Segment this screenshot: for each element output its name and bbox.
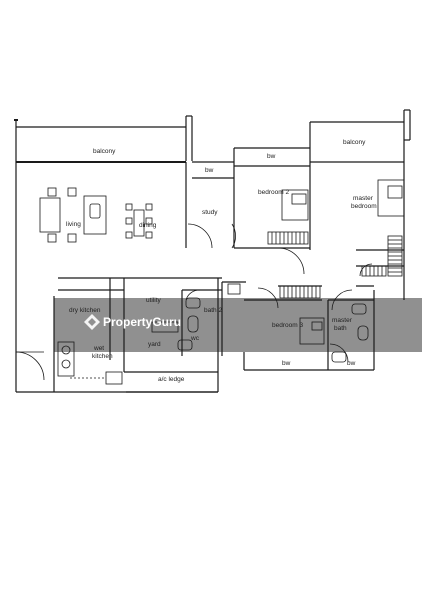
- master-bedroom-label-2: bedroom: [351, 203, 377, 210]
- bw-bedroom3-label: bw: [282, 360, 291, 367]
- balcony-master-label: balcony: [343, 139, 366, 146]
- study-label: study: [202, 209, 218, 216]
- utility-label: utility: [146, 297, 162, 304]
- bw-bedroom2-label: bw: [267, 153, 276, 160]
- master-bath-label-1: master: [332, 317, 353, 324]
- dry-kitchen-label: dry kitchen: [69, 307, 101, 314]
- bedroom2-label: bedroom 2: [258, 189, 289, 196]
- wet-kitchen-label-1: wet: [93, 345, 104, 352]
- ac-ledge-label: a/c ledge: [158, 376, 185, 383]
- wet-kitchen-label-2: kitchen: [92, 353, 113, 360]
- bath2-label: bath 2: [204, 307, 222, 314]
- watermark-band: [54, 298, 422, 352]
- wardrobes: [267, 231, 403, 299]
- propertyguru-logo-icon: [84, 314, 100, 330]
- master-bedroom-label-1: master: [353, 195, 374, 202]
- bw-master-bath-label: bw: [347, 360, 356, 367]
- propertyguru-watermark: PropertyGuru: [84, 314, 181, 330]
- master-bath-label-2: bath: [334, 325, 347, 332]
- yard-label: yard: [148, 341, 161, 348]
- wc-label: wc: [190, 335, 200, 342]
- watermark-text: PropertyGuru: [103, 315, 181, 329]
- dining-label: dining: [139, 222, 157, 229]
- furniture: [39, 179, 405, 385]
- bw-study-label: bw: [205, 167, 214, 174]
- living-label: living: [66, 221, 81, 228]
- bedroom3-label: bedroom 3: [272, 322, 303, 329]
- balcony-living-label: balcony: [93, 148, 116, 155]
- walls: [14, 109, 411, 393]
